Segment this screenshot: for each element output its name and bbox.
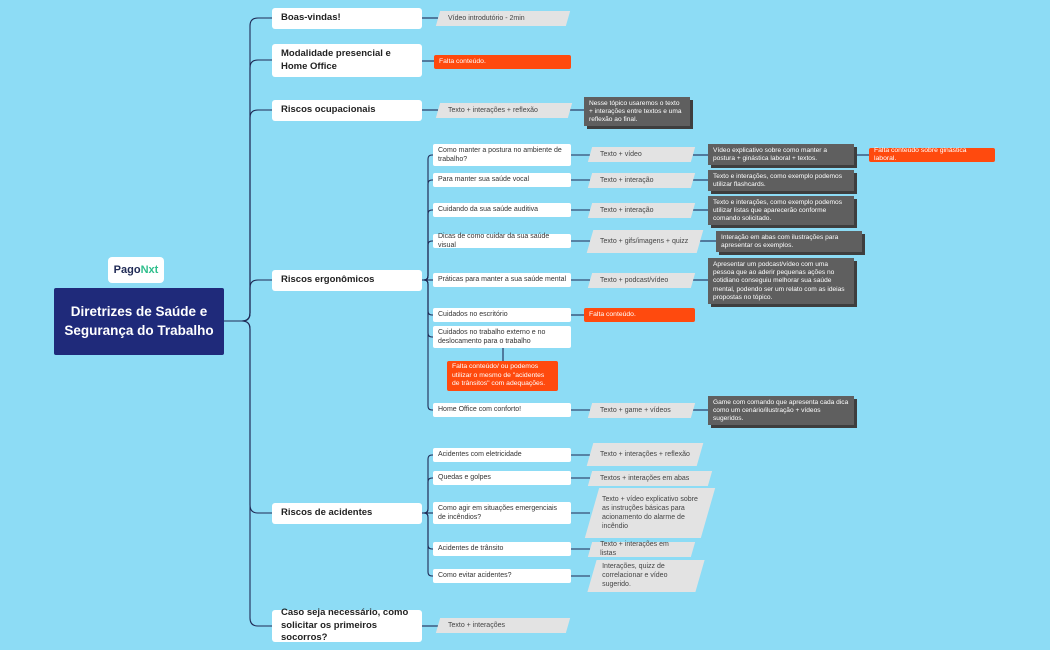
subtopic-incendios[interactable]: Como agir em situações emergenciais de i… bbox=[433, 502, 571, 524]
note-saude-mental: Apresentar um podcast/vídeo com uma pess… bbox=[708, 258, 854, 304]
subtopic-saude-auditiva[interactable]: Cuidando da sua saúde auditiva bbox=[433, 203, 571, 217]
subtopic-trabalho-externo[interactable]: Cuidados no trabalho externo e no desloc… bbox=[433, 326, 571, 348]
format-incendios: Texto + vídeo explicativo sobre as instr… bbox=[584, 488, 716, 538]
note-riscos-ocupacionais: Nesse tópico usaremos o texto + interaçõ… bbox=[584, 97, 690, 126]
note-postura: Vídeo explicativo sobre como manter a po… bbox=[708, 144, 854, 165]
ergo-connector-3 bbox=[422, 240, 433, 281]
topic-label: Riscos de acidentes bbox=[281, 507, 373, 519]
topic-modalidade[interactable]: Modalidade presencial e Home Office bbox=[272, 44, 422, 77]
subtopic-saude-mental[interactable]: Práticas para manter a sua saúde mental bbox=[433, 273, 571, 287]
topic-riscos-ergonomicos[interactable]: Riscos ergonômicos bbox=[272, 270, 422, 291]
subtopic-evitar-acidentes[interactable]: Como evitar acidentes? bbox=[433, 569, 571, 583]
root-connector-5 bbox=[224, 320, 272, 627]
alert-modalidade: Falta conteúdo. bbox=[434, 55, 571, 69]
format-saude-visual: Texto + gifs/imagens + quizz bbox=[586, 230, 704, 253]
format-saude-auditiva: Texto + interação bbox=[587, 203, 696, 218]
topic-label: Modalidade presencial e Home Office bbox=[281, 48, 391, 72]
root-connector-1 bbox=[224, 59, 272, 322]
topic-label: Caso seja necessário, como solicitar os … bbox=[281, 607, 409, 644]
format-saude-vocal: Texto + interação bbox=[587, 173, 696, 188]
format-home-office: Texto + game + vídeos bbox=[587, 403, 696, 418]
root-connector-4 bbox=[224, 320, 272, 514]
subtopic-quedas[interactable]: Quedas e golpes bbox=[433, 471, 571, 485]
root-connector-2 bbox=[224, 109, 272, 322]
root-node[interactable]: Diretrizes de Saúde e Segurança do Traba… bbox=[54, 288, 224, 355]
topic-label: Riscos ocupacionais bbox=[281, 104, 376, 116]
format-riscos-ocupacionais: Texto + interações + reflexão bbox=[435, 103, 573, 118]
topic-primeiros-socorros[interactable]: Caso seja necessário, como solicitar os … bbox=[272, 607, 422, 644]
logo-accent-text: Nxt bbox=[140, 264, 159, 276]
subtopic-saude-visual[interactable]: Dicas de como cuidar da sua saúde visual bbox=[433, 233, 571, 249]
format-quedas: Textos + interações em abas bbox=[587, 471, 713, 486]
format-eletricidade: Texto + interações + reflexão bbox=[586, 443, 704, 466]
root-connector-3 bbox=[224, 279, 272, 322]
format-transito: Texto + interações em listas bbox=[587, 541, 696, 558]
root-title: Diretrizes de Saúde e Segurança do Traba… bbox=[64, 304, 214, 338]
ergo-connector-7 bbox=[422, 279, 433, 411]
root-connector-0 bbox=[224, 17, 272, 322]
note-home-office: Game com comando que apresenta cada dica… bbox=[708, 396, 854, 425]
format-saude-mental: Texto + podcast/vídeo bbox=[587, 273, 696, 288]
topic-riscos-ocupacionais[interactable]: Riscos ocupacionais bbox=[272, 100, 422, 121]
topic-label: Boas-vindas! bbox=[281, 12, 341, 24]
format-evitar-acidentes: Interações, quizz de correlacionar e víd… bbox=[587, 560, 705, 592]
note-saude-auditiva: Texto e interações, como exemplo podemos… bbox=[708, 196, 854, 225]
note-saude-visual: Interação em abas com ilustrações para a… bbox=[716, 231, 862, 252]
subtopic-home-office[interactable]: Home Office com conforto! bbox=[433, 403, 571, 417]
subtopic-eletricidade[interactable]: Acidentes com eletricidade bbox=[433, 448, 571, 462]
subtopic-transito[interactable]: Acidentes de trânsito bbox=[433, 542, 571, 556]
acid-connector-1 bbox=[422, 477, 433, 514]
alert-postura: Falta conteúdo sobre ginástica laboral. bbox=[869, 147, 995, 162]
alert-escritorio: Falta conteúdo. bbox=[584, 308, 695, 322]
format-primeiros-socorros: Texto + interações bbox=[435, 618, 571, 633]
format-boas-vindas: Vídeo introdutório - 2min bbox=[435, 11, 571, 26]
logo-text: Pago bbox=[113, 264, 141, 276]
subtopic-escritorio[interactable]: Cuidados no escritório bbox=[433, 308, 571, 322]
acid-connector-4 bbox=[422, 512, 433, 577]
topic-label: Riscos ergonômicos bbox=[281, 274, 375, 286]
format-postura: Texto + vídeo bbox=[587, 147, 696, 162]
alert-trabalho-externo: Falta conteúdo/ ou podemos utilizar o me… bbox=[447, 361, 558, 391]
note-saude-vocal: Texto e interações, como exemplo podemos… bbox=[708, 170, 854, 191]
subtopic-postura[interactable]: Como manter a postura no ambiente de tra… bbox=[433, 144, 571, 166]
subtopic-saude-vocal[interactable]: Para manter sua saúde vocal bbox=[433, 173, 571, 187]
topic-riscos-acidentes[interactable]: Riscos de acidentes bbox=[272, 503, 422, 524]
topic-boas-vindas[interactable]: Boas-vindas! bbox=[272, 8, 422, 29]
